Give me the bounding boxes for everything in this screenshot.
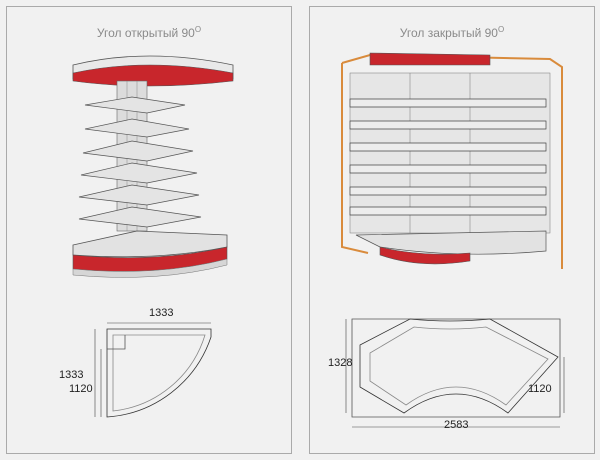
canopy	[369, 52, 491, 66]
panel-title: Угол закрытый 90O	[310, 25, 594, 40]
dim-height-right: 1120	[528, 383, 552, 395]
base-cabinet	[355, 230, 547, 265]
frame-outline	[341, 53, 563, 269]
title-text: Угол открытый 90	[96, 26, 195, 40]
canopy	[72, 55, 234, 87]
open-corner-drawing	[72, 55, 234, 418]
shelves	[349, 98, 547, 216]
dim-height-inner: 1120	[69, 383, 93, 395]
title-superscript: O	[497, 25, 505, 34]
shelves	[78, 96, 202, 228]
dim-width: 1333	[149, 307, 174, 319]
dim-width: 2583	[444, 419, 469, 431]
closed-corner-drawing	[341, 52, 565, 428]
dim-height-left: 1328	[328, 357, 353, 369]
title-superscript: O	[194, 25, 202, 34]
title-text: Угол закрытый 90	[399, 26, 498, 40]
closed-corner-plan	[345, 318, 565, 428]
open-corner-panel: Угол открытый 90O	[6, 6, 292, 454]
panel-title: Угол открытый 90O	[7, 25, 291, 40]
closed-corner-panel: Угол закрытый 90O	[309, 6, 595, 454]
dim-height-outer: 1333	[59, 369, 84, 381]
open-corner-plan	[94, 322, 212, 418]
base-cabinet	[72, 230, 228, 278]
